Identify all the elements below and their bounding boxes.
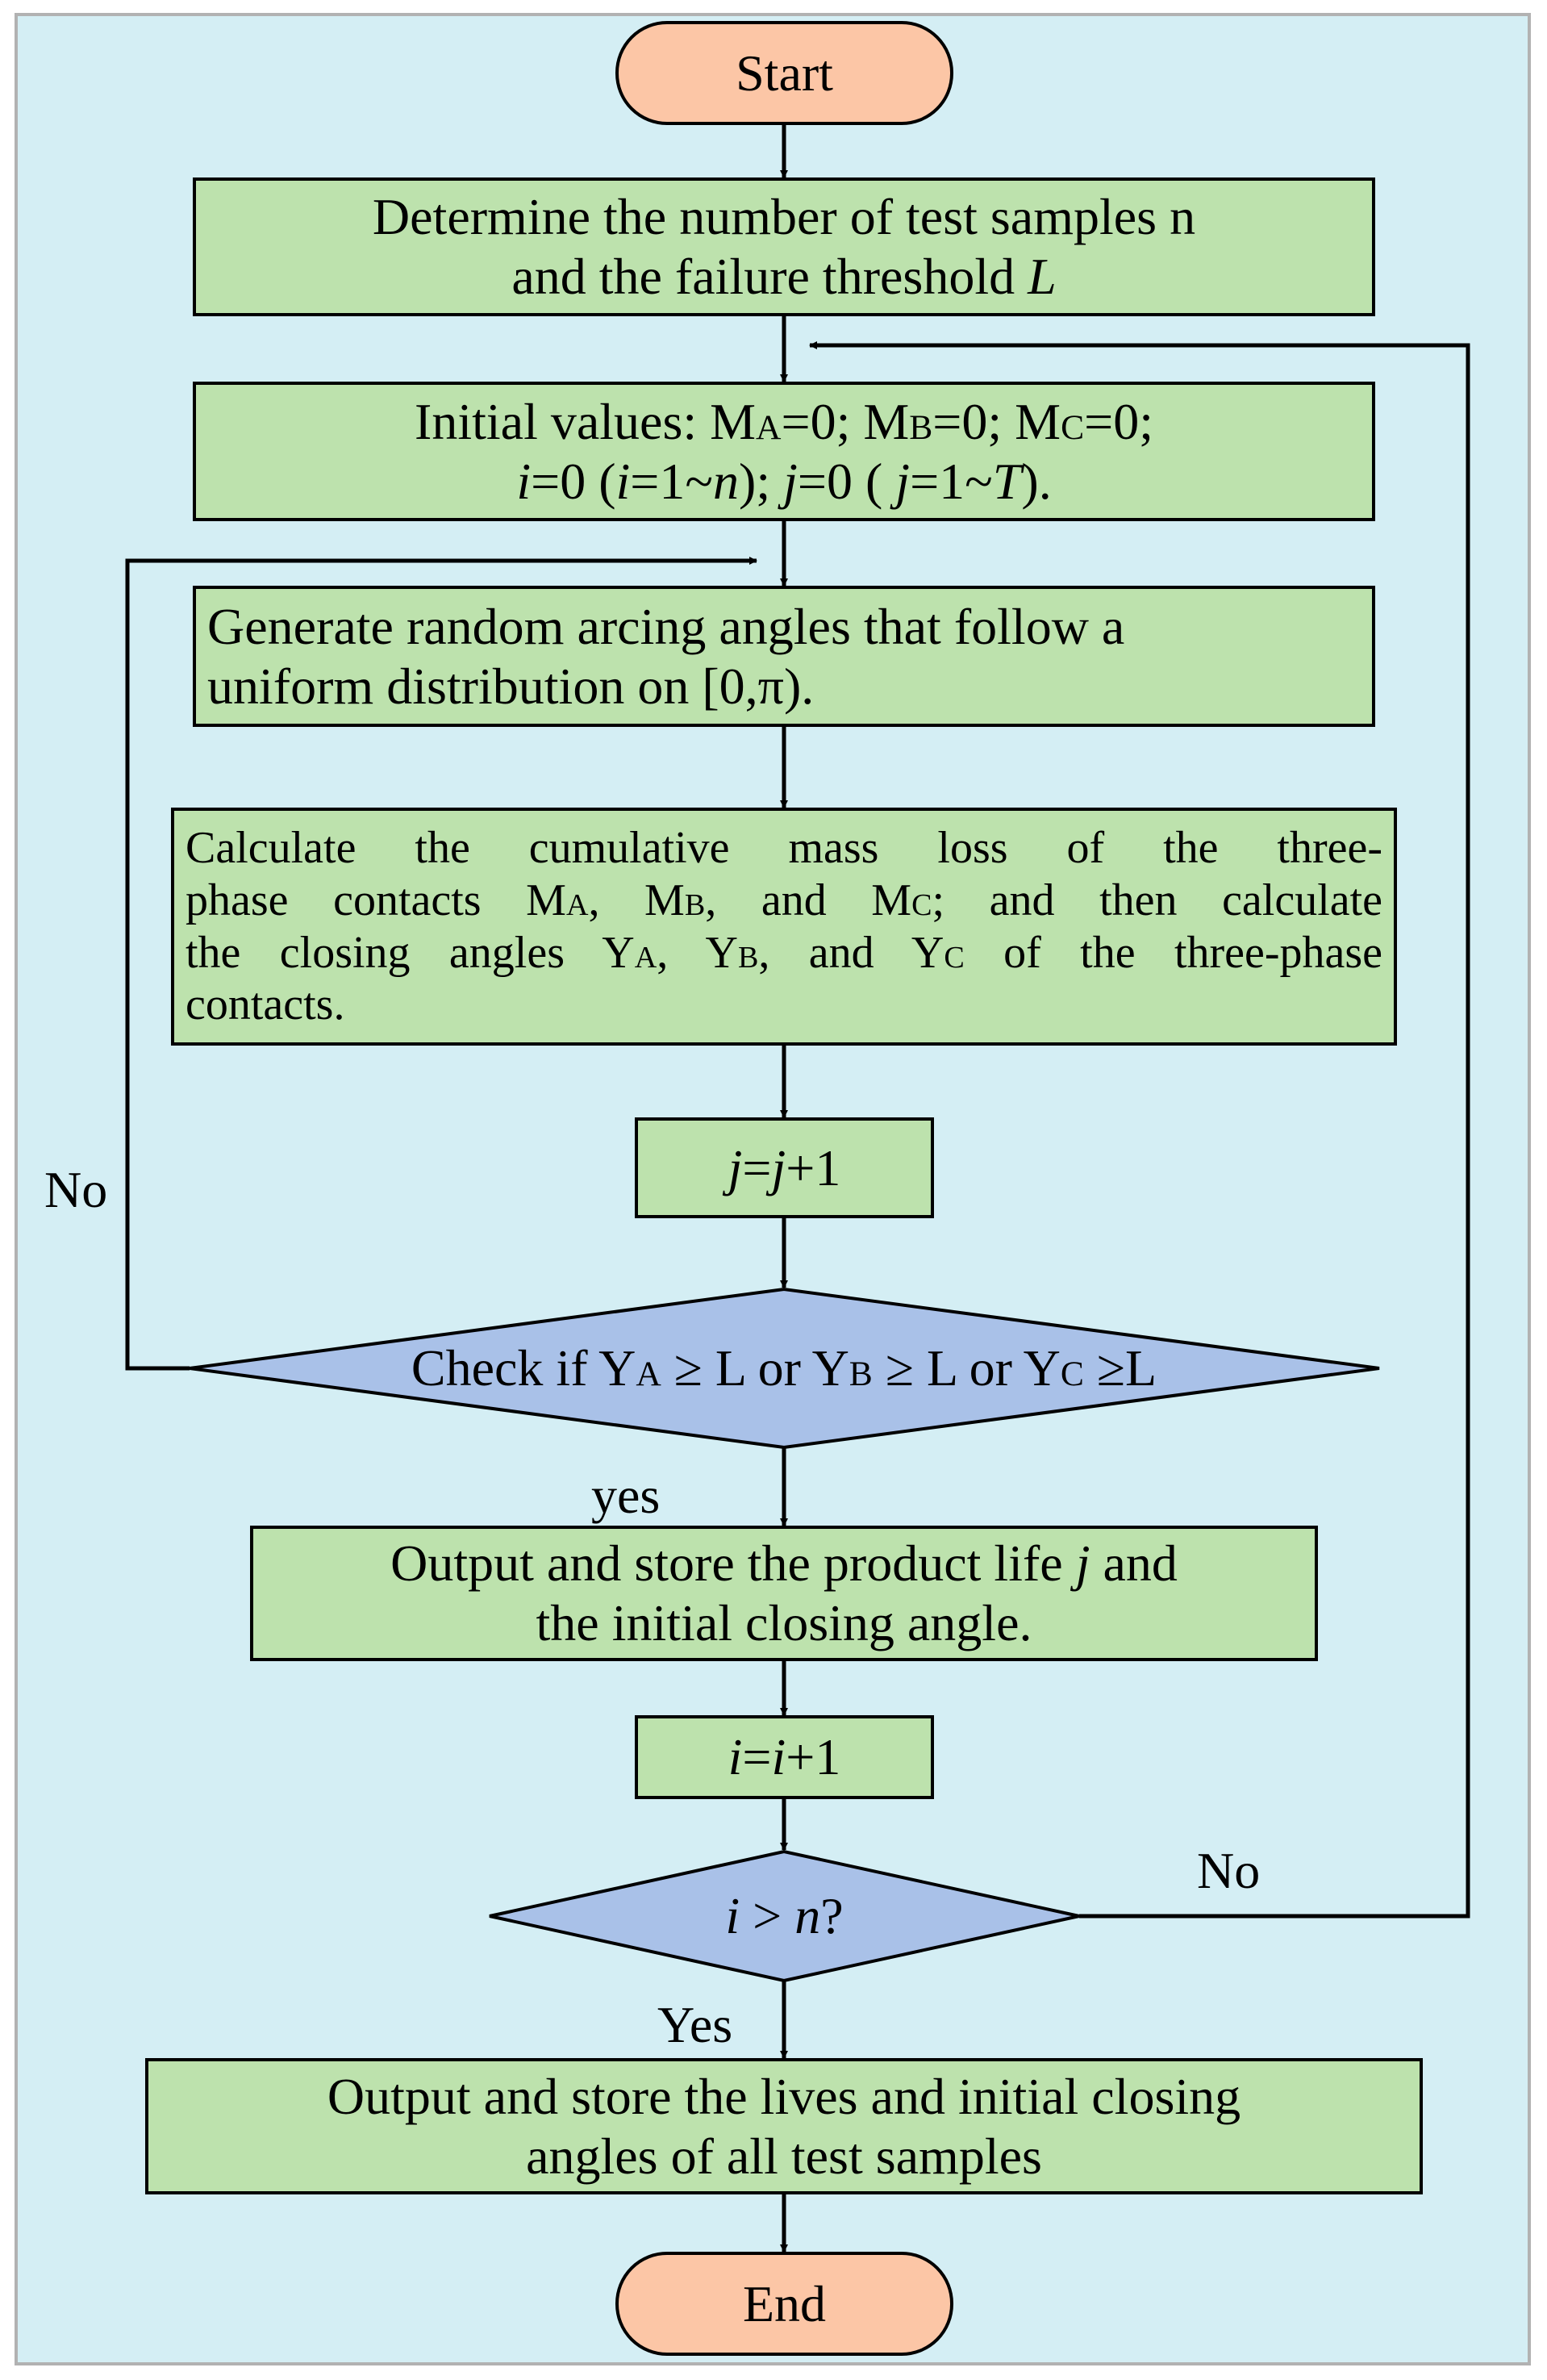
init-process	[193, 382, 1375, 521]
output-life-line1: Output and store the product life j and	[390, 1534, 1178, 1593]
init-text: Initial values: MA=0; MB=0; MC=0; i=0 (i…	[194, 383, 1374, 520]
edge-check-no-loop	[125, 557, 757, 1371]
generate-line1: Generate random arcing angles that follo…	[207, 597, 1125, 655]
output-all-line1: Output and store the lives and initial c…	[327, 2067, 1241, 2125]
i-increment-process	[635, 1715, 934, 1799]
edge-label-no-left: No	[44, 1161, 108, 1218]
edge-label-yes-check: yes	[591, 1467, 661, 1524]
edge-label-yes-bottom: Yes	[657, 1996, 733, 2053]
generate-line2: uniform distribution on [0,π).	[207, 657, 815, 715]
end-label: End	[742, 2274, 827, 2332]
calculate-line4: contacts.	[186, 979, 345, 1030]
calculate-line1: Calculate the cumulative mass loss of th…	[186, 822, 1382, 873]
init-line2: i=0 (i=1~n); j=0 ( j=1~T).	[516, 452, 1052, 510]
calculate-text: Calculate the cumulative mass loss of th…	[173, 809, 1395, 1044]
end-terminal	[615, 2252, 953, 2356]
start-label: Start	[736, 44, 833, 102]
generate-text: Generate random arcing angles that follo…	[194, 587, 1374, 725]
i-check-text: i > n?	[725, 1887, 844, 1945]
output-life-line2: the initial closing angle.	[536, 1594, 1032, 1651]
determine-line1: Determine the number of test samples n	[372, 188, 1196, 246]
output-all-line2: angles of all test samples	[526, 2127, 1042, 2185]
calculate-line2: phase contacts MA, MB, and MC; and then …	[186, 875, 1383, 925]
determine-line2: and the failure threshold L	[511, 248, 1057, 305]
determine-process	[193, 177, 1375, 316]
j-increment-text: j=j+1	[728, 1138, 841, 1196]
check-text: Check if YA ≥ L or YB ≥ L or YC ≥L	[411, 1339, 1157, 1397]
output-all-text: Output and store the lives and initial c…	[147, 2060, 1421, 2193]
output-life-text: Output and store the product life j and …	[252, 1527, 1316, 1660]
calculate-line3: the closing angles YA, YB, and YC of the…	[186, 927, 1383, 978]
output-life-process	[250, 1526, 1318, 1661]
init-line1: Initial values: MA=0; MB=0; MC=0;	[415, 392, 1153, 450]
i-increment-text: i=i+1	[728, 1728, 841, 1786]
edge-label-no-right: No	[1197, 1842, 1261, 1899]
check-decision	[189, 1287, 1380, 1450]
determine-text: Determine the number of test samples n a…	[194, 179, 1374, 315]
edge-icheck-no-loop	[809, 341, 1470, 1919]
